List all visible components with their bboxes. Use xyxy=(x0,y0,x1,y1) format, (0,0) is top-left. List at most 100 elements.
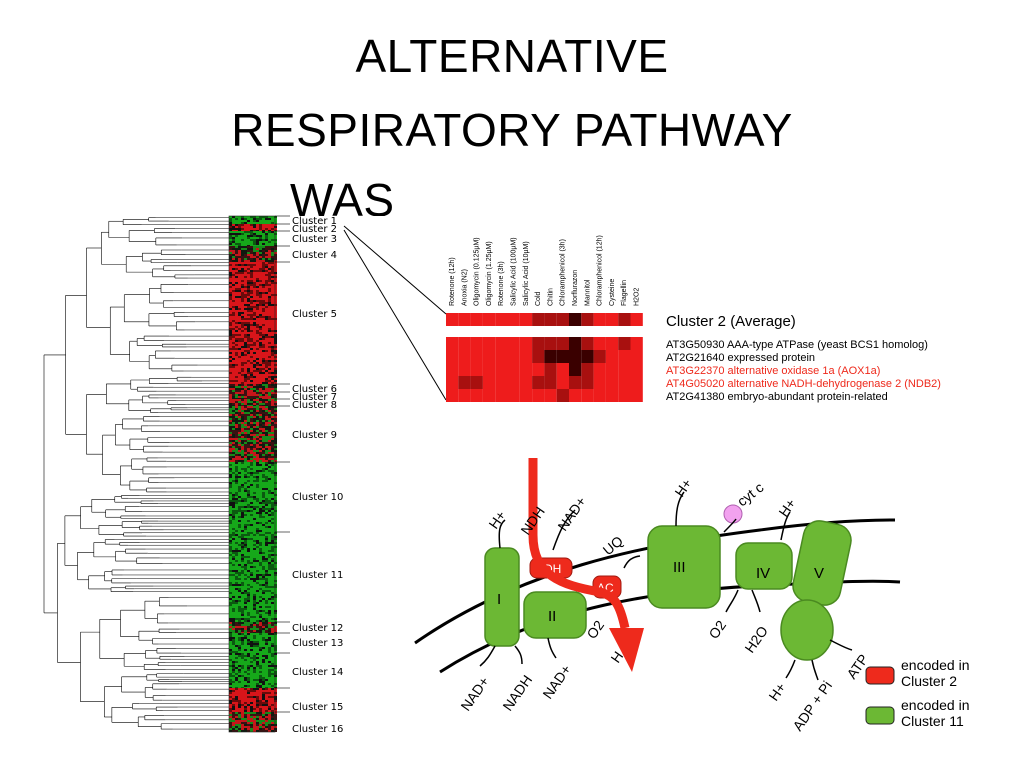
condition-label: H2O2 xyxy=(634,288,641,306)
respiratory-chain-diagram: I II III IV V DH AC cyt c xyxy=(414,458,901,734)
cluster-label: Cluster 10 xyxy=(292,492,343,503)
gene-heat-cell xyxy=(581,389,594,402)
o2-label-left: O2 xyxy=(583,617,607,642)
gene-heat-cell xyxy=(495,363,508,376)
gene-heat-cell xyxy=(458,337,471,350)
gene-label: AT2G41380 embryo-abundant protein-relate… xyxy=(666,391,888,403)
slide-title-line-2: RESPIRATORY PATHWAY xyxy=(231,104,793,156)
gene-heat-cell xyxy=(556,363,569,376)
complex-V-bottom xyxy=(780,599,834,661)
cluster-label: Cluster 9 xyxy=(292,430,337,441)
gene-heat-cell xyxy=(618,376,631,389)
gene-heat-cell xyxy=(618,363,631,376)
gene-heat-cell xyxy=(544,337,557,350)
legend-swatch-cluster-2 xyxy=(865,666,895,685)
gene-heat-cell xyxy=(544,363,557,376)
cluster-label: Cluster 6 xyxy=(292,384,337,395)
gene-heat-cell xyxy=(519,363,533,376)
cytochrome-c xyxy=(723,504,743,524)
nad-plus-label-top: NAD+ xyxy=(554,494,589,534)
alternative-pathway-arrowhead xyxy=(609,628,644,672)
adp-pi-label: ADP + Pi xyxy=(789,678,835,734)
condition-label: Anoxia (N2) xyxy=(461,269,468,306)
gene-label: AT4G05020 alternative NADH-dehydrogenase… xyxy=(666,378,941,390)
condition-label: Oligomycin (0.125µM) xyxy=(474,237,481,306)
gene-heat-cell xyxy=(556,376,569,389)
gene-heat-cell xyxy=(581,376,594,389)
gene-heat-cell xyxy=(630,389,643,402)
cluster-label: Cluster 11 xyxy=(292,570,343,581)
condition-label: Chitin xyxy=(547,288,554,306)
nad-plus-arrow-bottom xyxy=(479,645,496,667)
gene-heat-cell xyxy=(544,389,557,402)
average-cell xyxy=(532,313,545,326)
h-plus-arrow-1 xyxy=(498,519,506,549)
gene-heat-cell xyxy=(507,350,520,363)
condition-label: Chloramphenicol (12h) xyxy=(597,235,604,306)
complex-II xyxy=(523,591,587,639)
gene-heat-cell xyxy=(593,389,606,402)
condition-label: Cysteine xyxy=(609,279,616,306)
complex-IV-label: IV xyxy=(756,565,770,582)
average-cell xyxy=(569,313,582,326)
h-plus-arrow-3 xyxy=(675,491,685,527)
gene-heat-cell xyxy=(482,376,496,389)
gene-heat-cell xyxy=(581,350,594,363)
gene-heat-cell xyxy=(556,337,569,350)
complex-I xyxy=(484,547,520,647)
average-cell xyxy=(495,313,508,326)
gene-heat-cell xyxy=(605,376,619,389)
h-plus-label-atp: H+ xyxy=(765,680,789,704)
gene-heat-cell xyxy=(532,389,545,402)
gene-heat-cell xyxy=(569,350,582,363)
gene-heat-cell xyxy=(593,337,606,350)
average-cell xyxy=(519,313,533,326)
gene-heat-cell xyxy=(593,363,606,376)
gene-heat-cell xyxy=(569,363,582,376)
cluster-label: Cluster 14 xyxy=(292,667,343,678)
gene-heat-cell xyxy=(630,376,643,389)
slide-title-line-3: WAS xyxy=(290,174,395,216)
gene-heat-cell xyxy=(482,389,496,402)
average-cell xyxy=(482,313,496,326)
average-cell xyxy=(593,313,606,326)
gene-heat-cell xyxy=(605,363,619,376)
cluster-2-gene-heatmap xyxy=(446,337,643,402)
cluster-2-average-bar xyxy=(446,313,643,326)
legend-swatch-cluster-11 xyxy=(865,706,895,725)
gene-heat-cell xyxy=(630,337,643,350)
cluster-label: Cluster 2 xyxy=(292,224,337,235)
complex-I-label: I xyxy=(497,591,501,608)
cluster-heatmap-strip xyxy=(228,215,277,733)
h-plus-arrow-atp xyxy=(785,659,796,679)
condition-label: Flagellin xyxy=(621,280,628,306)
gene-heat-cell xyxy=(495,376,508,389)
gene-label: AT3G50930 AAA-type ATPase (yeast BCS1 ho… xyxy=(666,339,928,351)
complex-V-top xyxy=(792,520,852,606)
gene-heat-cell xyxy=(618,337,631,350)
gene-heat-cell xyxy=(532,363,545,376)
cluster-label: Cluster 4 xyxy=(292,250,337,261)
condition-labels: Rotenone (12h) Anoxia (N2) Oligomycin (0.1… xyxy=(449,235,641,306)
gene-heat-cell xyxy=(569,337,582,350)
gene-heat-cell xyxy=(532,350,545,363)
condition-label: Rotenone (3h) xyxy=(498,261,505,306)
cyt-c-arrow xyxy=(723,518,737,533)
gene-heat-cell xyxy=(458,389,471,402)
average-cell xyxy=(458,313,471,326)
gene-heat-cell xyxy=(446,350,459,363)
gene-heat-cell xyxy=(458,363,471,376)
average-cell xyxy=(581,313,594,326)
cluster-label: Cluster 3 xyxy=(292,234,337,245)
gene-label: AT3G22370 alternative oxidase 1a (AOX1a) xyxy=(666,365,880,377)
gene-heat-cell xyxy=(470,389,483,402)
gene-heat-cell xyxy=(581,363,594,376)
zoom-connector-lines xyxy=(343,225,447,401)
gene-heat-cell xyxy=(544,376,557,389)
condition-label: Rotenone (12h) xyxy=(449,257,456,306)
o2-arrow xyxy=(725,589,739,613)
